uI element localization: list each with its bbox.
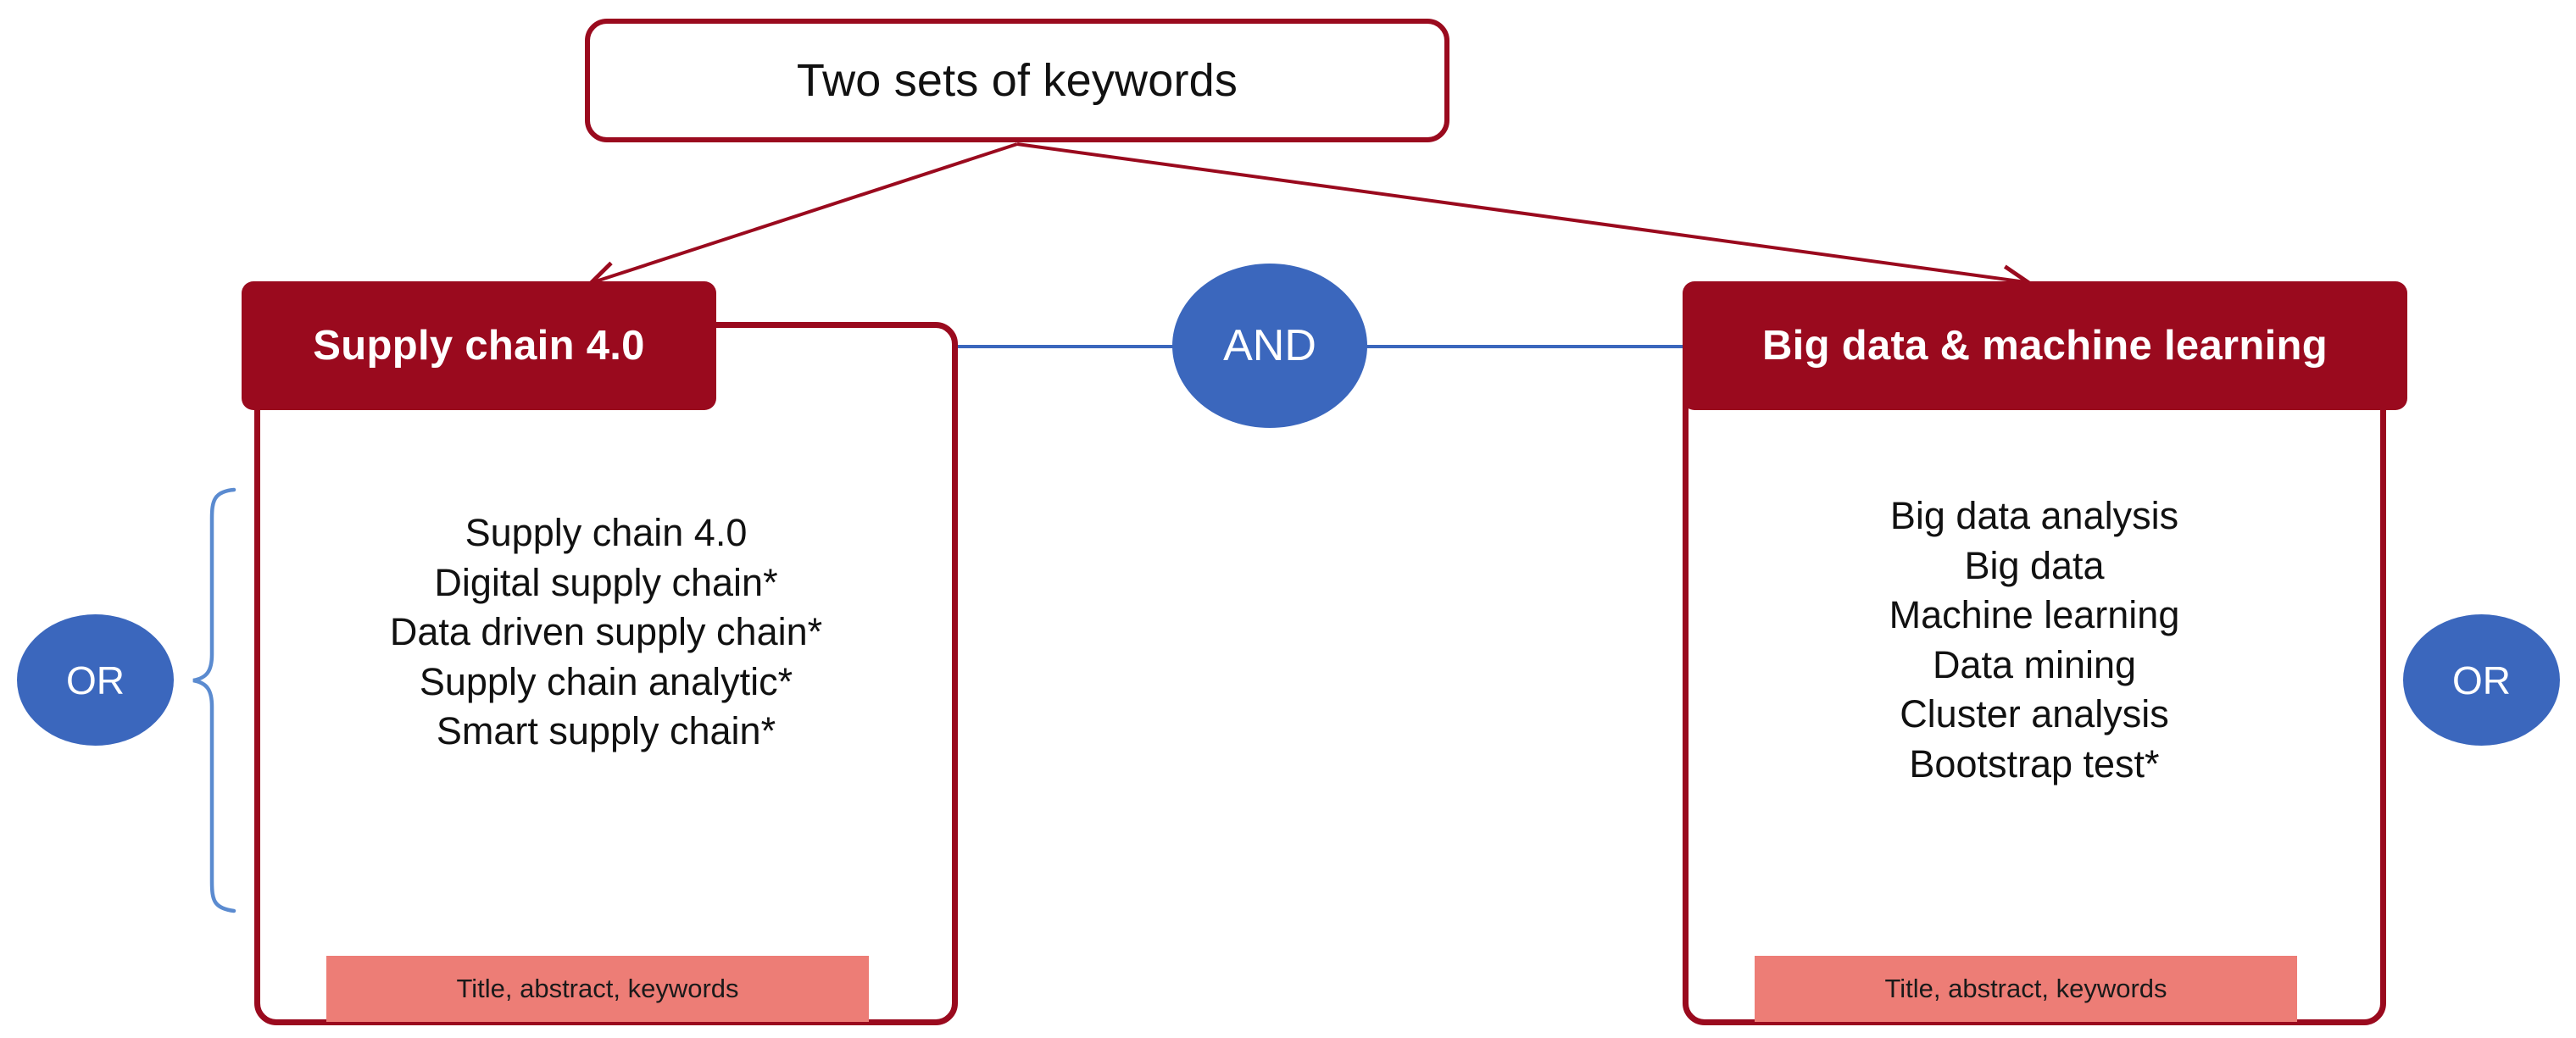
keyword-item: Data mining <box>1932 642 2137 686</box>
brace-left-group <box>192 487 236 913</box>
operator-badge-and: AND <box>1172 264 1367 428</box>
operator-label: OR <box>66 658 125 702</box>
keyword-item: Cluster analysis <box>1900 692 2169 735</box>
group-header-label: Big data & machine learning <box>1761 323 2328 369</box>
keyword-item: Bootstrap test* <box>1909 741 2160 785</box>
keyword-item: Digital supply chain* <box>434 560 778 604</box>
group-header-label: Supply chain 4.0 <box>313 323 645 369</box>
search-field-scope-bar-big-data-ml: Title, abstract, keywords <box>1755 956 2297 1022</box>
operator-label: AND <box>1223 321 1316 370</box>
search-field-scope-bar-supply-chain: Title, abstract, keywords <box>326 956 869 1022</box>
keyword-item: Big data <box>1964 543 2105 587</box>
keyword-list-big-data-ml: Big data analysis Big data Machine learn… <box>1683 491 2386 789</box>
arrow-title-to-right-group <box>1016 142 2026 282</box>
search-field-scope-label: Title, abstract, keywords <box>1884 974 2167 1003</box>
group-header-big-data-ml: Big data & machine learning <box>1683 281 2407 410</box>
page-title: Two sets of keywords <box>796 55 1238 106</box>
keyword-item: Machine learning <box>1889 593 2180 636</box>
operator-badge-or-left: OR <box>17 614 174 746</box>
group-header-supply-chain: Supply chain 4.0 <box>242 281 716 410</box>
operator-badge-or-right: OR <box>2403 614 2560 746</box>
keyword-item: Supply chain analytic* <box>419 659 793 703</box>
keyword-item: Supply chain 4.0 <box>465 511 748 554</box>
operator-label: OR <box>2452 658 2511 702</box>
search-field-scope-label: Title, abstract, keywords <box>456 974 739 1003</box>
keyword-item: Big data analysis <box>1889 494 2179 537</box>
keyword-list-supply-chain: Supply chain 4.0 Digital supply chain* D… <box>254 508 958 757</box>
arrow-title-to-left-group <box>593 142 1018 282</box>
keyword-item: Smart supply chain* <box>436 709 776 752</box>
group-frame-supply-chain <box>254 322 958 1025</box>
keyword-item: Data driven supply chain* <box>389 610 823 653</box>
page-title-box: Two sets of keywords <box>585 19 1449 142</box>
